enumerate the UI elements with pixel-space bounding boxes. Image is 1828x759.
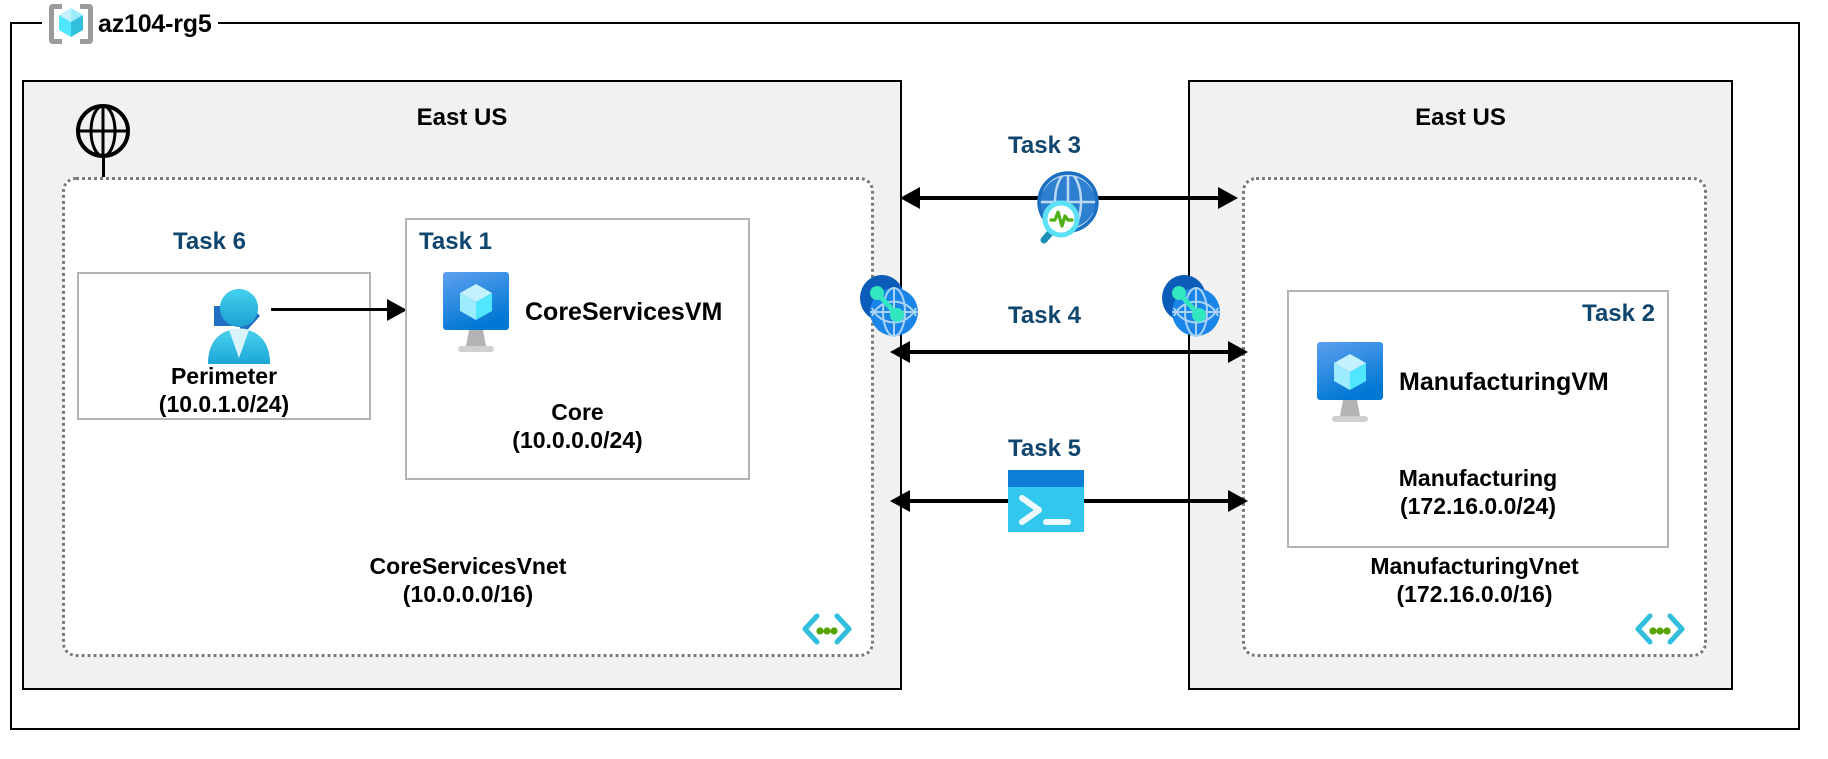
subnet-perimeter: Perimeter (10.0.1.0/24): [77, 272, 371, 420]
subnet-manufacturing: Task 2: [1287, 290, 1669, 548]
resource-group-header: az104-rg5: [42, 4, 218, 44]
vnet-peering-icon-left: [856, 272, 922, 343]
vnet-coreservicesvnet: Task 6: [62, 177, 874, 657]
vm-name-coreservicesvm: CoreServicesVM: [525, 298, 723, 326]
task4-arrowhead-right: [1228, 341, 1248, 363]
task5-arrowhead-right: [1228, 490, 1248, 512]
perimeter-to-core-arrowhead: [387, 299, 407, 321]
virtual-machine-icon: [1313, 342, 1387, 429]
subnet-core-label: Core (10.0.0.0/24): [407, 398, 748, 454]
task5-arrowhead-left: [890, 490, 910, 512]
vnet-manufacturing-label: ManufacturingVnet (172.16.0.0/16): [1245, 552, 1704, 608]
task-label-4: Task 4: [1008, 302, 1081, 329]
task-label-3: Task 3: [1008, 132, 1081, 159]
task3-arrowhead-left: [900, 187, 920, 209]
network-watcher-globe-magnifier-icon: [1022, 162, 1108, 253]
region-panel-left: East US Task 6: [22, 80, 918, 690]
vnet-manufacturingvnet: Task 2: [1242, 177, 1707, 657]
vnet-manufacturing-name: ManufacturingVnet: [1370, 552, 1579, 579]
task-label-1: Task 1: [419, 228, 492, 255]
task-label-5: Task 5: [1008, 435, 1081, 462]
subnet-core: Task 1: [405, 218, 750, 480]
task-label-2: Task 2: [1582, 300, 1655, 327]
subnet-perimeter-cidr: (10.0.1.0/24): [158, 391, 290, 418]
subnet-manufacturing-name: Manufacturing: [1398, 465, 1558, 491]
vm-name-manufacturingvm: ManufacturingVM: [1399, 368, 1609, 396]
vnet-core-cidr: (10.0.0.0/16): [402, 580, 534, 607]
subnet-manufacturing-cidr: (172.16.0.0/24): [1399, 493, 1556, 520]
vnet-manufacturing-cidr: (172.16.0.0/16): [1396, 580, 1553, 607]
subnet-core-name: Core: [551, 399, 604, 425]
task4-connector-line: [910, 350, 1230, 354]
cloud-shell-terminal-icon: [1008, 470, 1084, 537]
vnet-peering-icon-right: [1158, 272, 1224, 343]
region-title-left: East US: [416, 104, 508, 131]
region-title-right: East US: [1415, 104, 1506, 131]
task4-arrowhead-left: [890, 341, 910, 363]
subnet-perimeter-label: Perimeter (10.0.1.0/24): [79, 362, 369, 418]
region-panel-right: East US Task 2: [1162, 80, 1733, 690]
bastion-user-icon: [184, 282, 270, 371]
resource-group-cube-icon: [48, 1, 94, 47]
task-label-6: Task 6: [173, 228, 246, 255]
vnet-core-name: CoreServicesVnet: [369, 552, 567, 579]
subnet-manufacturing-label: Manufacturing (172.16.0.0/24): [1289, 464, 1667, 520]
perimeter-to-core-line: [271, 308, 389, 311]
resource-group-name: az104-rg5: [98, 9, 212, 38]
subnet-perimeter-name: Perimeter: [170, 363, 278, 389]
vnet-code-brackets-icon: [801, 612, 853, 646]
task3-arrowhead-right: [1218, 187, 1238, 209]
virtual-machine-icon: [439, 272, 513, 359]
internet-globe-icon: [74, 102, 132, 165]
vnet-code-brackets-icon: [1634, 612, 1686, 646]
subnet-core-cidr: (10.0.0.0/24): [512, 427, 643, 454]
vnet-core-label: CoreServicesVnet (10.0.0.0/16): [65, 552, 871, 608]
